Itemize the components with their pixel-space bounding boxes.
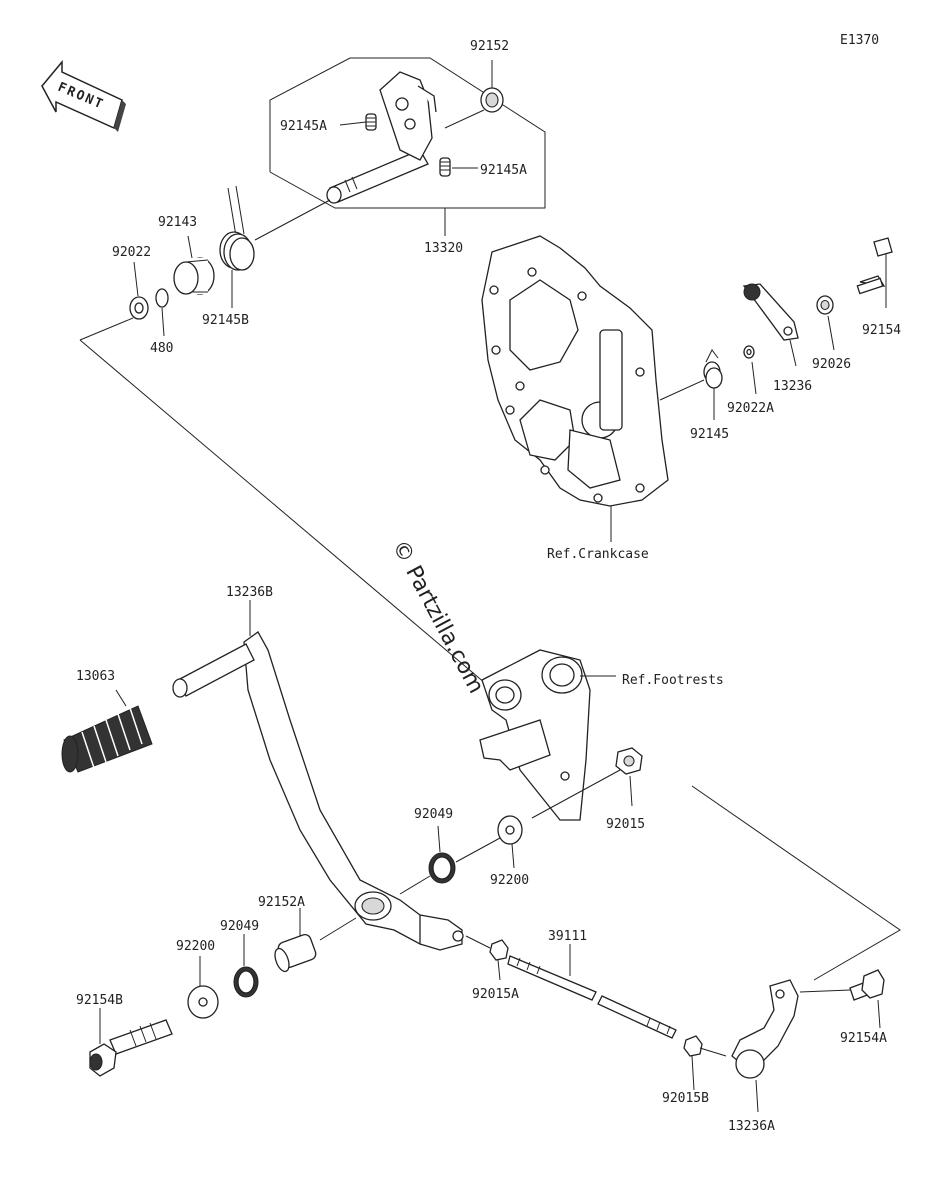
label-92154a: 92154A bbox=[840, 1031, 887, 1046]
lever-13236a bbox=[731, 979, 799, 1079]
label-92200-upper: 92200 bbox=[490, 873, 529, 888]
label-13236: 13236 bbox=[773, 379, 812, 394]
label-39111: 39111 bbox=[548, 929, 587, 944]
label-ref-crankcase: Ref.Crankcase bbox=[547, 547, 649, 562]
nut-92015 bbox=[615, 747, 643, 775]
nut-92015b bbox=[683, 1035, 703, 1057]
oil-seal-92152 bbox=[480, 87, 504, 113]
label-92049-upper: 92049 bbox=[414, 807, 453, 822]
shift-rod-39111 bbox=[507, 955, 677, 1039]
footrest-bracket bbox=[479, 649, 591, 821]
collar-92143 bbox=[173, 257, 215, 295]
washer-92200-lower bbox=[187, 985, 219, 1019]
label-92145a-lower: 92145A bbox=[480, 163, 527, 178]
washer-92022a bbox=[743, 345, 755, 359]
nut-92015a bbox=[489, 939, 509, 961]
washer-92026 bbox=[816, 295, 834, 315]
label-92022a: 92022A bbox=[727, 401, 774, 416]
label-92022: 92022 bbox=[112, 245, 151, 260]
label-13236a: 13236A bbox=[728, 1119, 775, 1134]
label-13063: 13063 bbox=[76, 669, 115, 684]
label-92152a: 92152A bbox=[258, 895, 305, 910]
front-arrow-icon: FRONT bbox=[41, 59, 126, 132]
lever-13236 bbox=[742, 283, 799, 341]
shift-shaft-arm bbox=[379, 71, 437, 161]
spring-92145-icon bbox=[703, 349, 723, 389]
label-92145: 92145 bbox=[690, 427, 729, 442]
shift-shaft bbox=[326, 149, 429, 204]
label-92015a: 92015A bbox=[472, 987, 519, 1002]
crankcase-cover bbox=[481, 235, 669, 507]
label-92049-lower: 92049 bbox=[220, 919, 259, 934]
bolt-92154 bbox=[856, 237, 893, 295]
label-92145a-upper: 92145A bbox=[280, 119, 327, 134]
pedal-rubber-13063 bbox=[61, 705, 153, 773]
shift-pedal-13236b bbox=[172, 631, 442, 945]
washer-92022 bbox=[129, 296, 149, 320]
label-92152: 92152 bbox=[470, 39, 509, 54]
bolt-92154b bbox=[89, 1019, 173, 1077]
label-92154b: 92154B bbox=[76, 993, 123, 1008]
label-92143: 92143 bbox=[158, 215, 197, 230]
spring-92145a-lower-icon bbox=[439, 157, 451, 177]
label-92026: 92026 bbox=[812, 357, 851, 372]
label-13236b: 13236B bbox=[226, 585, 273, 600]
label-92145b: 92145B bbox=[202, 313, 249, 328]
label-480: 480 bbox=[150, 341, 173, 356]
washer-92200-upper bbox=[497, 815, 523, 845]
shift-shaft-assembly-group bbox=[254, 57, 546, 241]
label-ref-footrests: Ref.Footrests bbox=[622, 673, 724, 688]
seal-92049-lower bbox=[233, 966, 259, 998]
circlip-480-icon bbox=[155, 288, 169, 308]
collar-92152a bbox=[274, 934, 317, 973]
diagram-code: E1370 bbox=[840, 33, 879, 48]
label-92015b: 92015B bbox=[662, 1091, 709, 1106]
label-92015: 92015 bbox=[606, 817, 645, 832]
label-13320: 13320 bbox=[424, 241, 463, 256]
bolt-92154a bbox=[849, 969, 885, 1001]
return-spring-92145b-icon bbox=[219, 185, 255, 271]
watermark: © Partzilla.com bbox=[387, 536, 489, 698]
spring-92145a-upper-icon bbox=[365, 113, 377, 131]
label-92200-lower: 92200 bbox=[176, 939, 215, 954]
pedal-clevis bbox=[419, 914, 464, 951]
label-92154: 92154 bbox=[862, 323, 901, 338]
seal-92049-upper bbox=[428, 852, 456, 884]
